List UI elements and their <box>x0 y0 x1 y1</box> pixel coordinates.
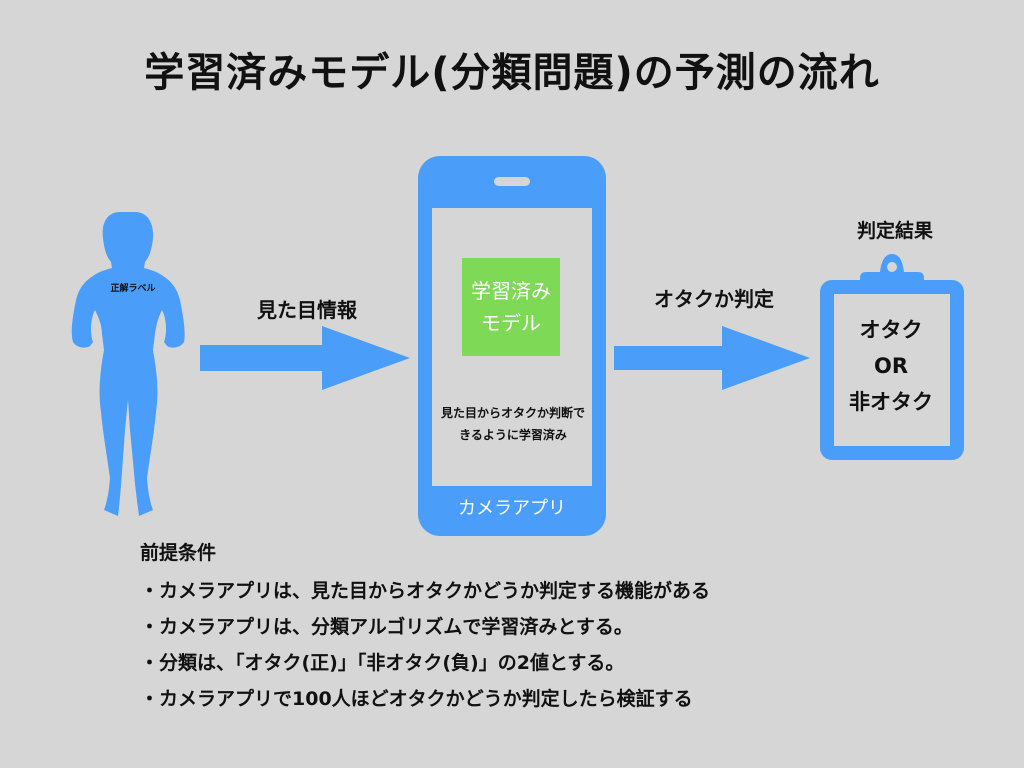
phone-description: 見た目からオタクか判断できるように学習済み <box>440 406 585 442</box>
list-item: ・カメラアプリは、分類アルゴリズムで学習済みとする。 <box>140 616 633 638</box>
left-arrow <box>200 326 410 390</box>
result-line3: 非オタク <box>849 390 933 414</box>
list-item: ・分類は、「オタク(正)」「非オタク(負)」の2値とする。 <box>140 652 625 674</box>
clipboard-icon <box>820 254 964 460</box>
phone-speaker <box>494 177 530 186</box>
result-text: オタク OR 非オタク <box>836 312 946 420</box>
person-label: 正解ラベル <box>110 284 156 294</box>
model-box-line2: モデル <box>481 311 541 335</box>
result-line2: OR <box>873 354 909 378</box>
woman-silhouette-icon <box>71 212 185 516</box>
list-item: ・カメラアプリで100人ほどオタクかどうか判定したら検証する <box>140 688 693 710</box>
model-box-line1: 学習済み <box>471 279 551 303</box>
result-line1: オタク <box>859 318 923 342</box>
camera-app-label: カメラアプリ <box>458 498 566 519</box>
trained-model-box: 学習済み モデル <box>462 258 560 356</box>
judge-label: オタクか判定 <box>654 287 774 311</box>
list-item: ・カメラアプリは、見た目からオタクかどうか判定する機能がある <box>140 580 711 602</box>
preconditions: 前提条件 ・カメラアプリは、見た目からオタクかどうか判定する機能がある ・カメラ… <box>140 538 1000 717</box>
diagram-title: 学習済みモデル(分類問題)の予測の流れ <box>144 50 880 96</box>
preconditions-list: ・カメラアプリは、見た目からオタクかどうか判定する機能がある ・カメラアプリは、… <box>140 573 1000 717</box>
result-title: 判定結果 <box>856 220 933 242</box>
right-arrow <box>614 326 810 390</box>
appearance-info-label: 見た目情報 <box>257 298 357 322</box>
preconditions-title: 前提条件 <box>140 542 217 564</box>
